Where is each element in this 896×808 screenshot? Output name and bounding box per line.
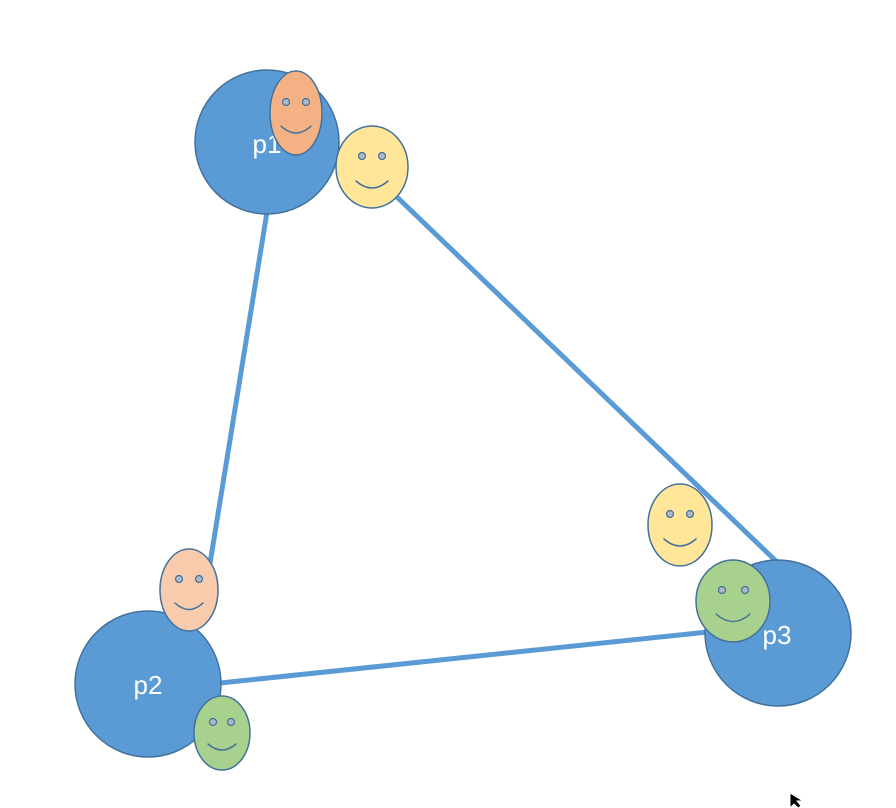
edge-p1-p2: [197, 209, 270, 628]
node-p2[interactable]: p2: [74, 610, 222, 758]
node-label-p3: p3: [763, 620, 792, 650]
edge-p2-p3: [217, 629, 711, 686]
edge-p1-p3: [395, 195, 781, 566]
smiley-face-icon: [269, 70, 323, 156]
smiley-face-icon: [159, 548, 219, 632]
smiley-face-icon: [335, 125, 409, 209]
mouse-pointer-icon: [789, 792, 805, 808]
node-label-p2: p2: [134, 670, 163, 700]
smiley-face-icon: [193, 695, 251, 771]
smiley-face-icon: [695, 559, 771, 643]
smiley-face-icon: [647, 483, 713, 567]
